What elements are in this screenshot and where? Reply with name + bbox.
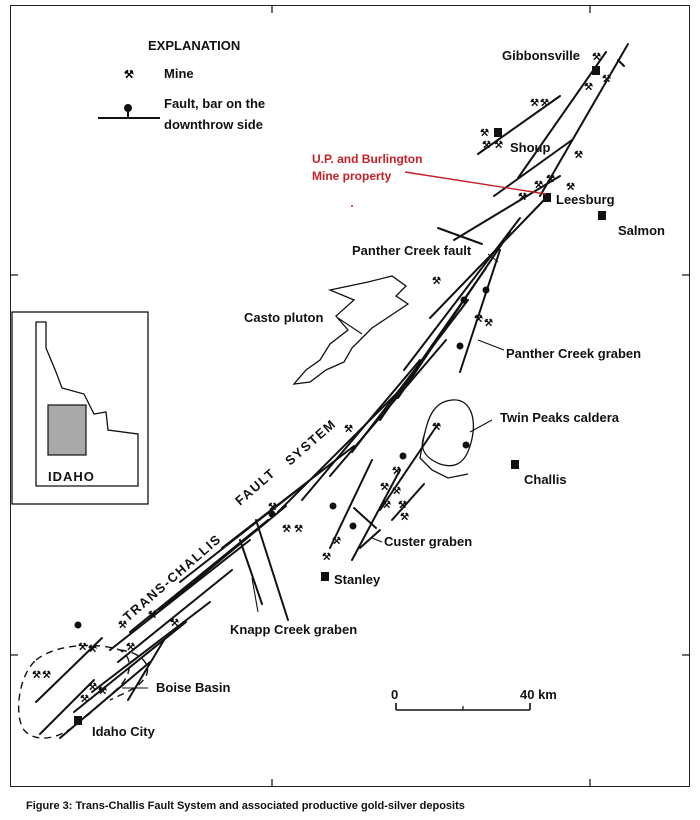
scale-end: 40 km bbox=[520, 687, 557, 702]
mines: ⚒ ⚒ ⚒ ⚒ ⚒ ⚒ ⚒ ⚒ ⚒ ⚒ ⚒ ⚒ ⚒ ⚒ ⚒ ⚒ ⚒ ⚒ ⚒ ⚒ … bbox=[32, 52, 611, 705]
legend-title: EXPLANATION bbox=[148, 38, 240, 53]
towns bbox=[74, 66, 606, 725]
mine-icon: ⚒ bbox=[170, 618, 179, 629]
mine-icon: ⚒ bbox=[566, 182, 575, 193]
mine-icon: ⚒ bbox=[574, 150, 583, 161]
red-dot bbox=[351, 205, 353, 207]
fault-lines bbox=[35, 43, 629, 739]
label-casto-pluton: Casto pluton bbox=[244, 310, 323, 325]
mine-icon: ⚒ bbox=[80, 694, 89, 705]
casto-pluton-outline bbox=[292, 275, 410, 385]
scale-bar: 0 40 km bbox=[391, 687, 557, 711]
mine-icon: ⚒ bbox=[344, 424, 353, 435]
mine-icon: ⚒ bbox=[380, 482, 389, 493]
mine-icon: ⚒ bbox=[382, 500, 391, 511]
mine-icon: ⚒ bbox=[282, 524, 291, 535]
legend: EXPLANATION ⚒ Mine Fault, bar on the dow… bbox=[98, 38, 265, 132]
mine-icon: ⚒ bbox=[42, 670, 51, 681]
mine-icon: ⚒ bbox=[268, 502, 277, 513]
mine-icon: ⚒ bbox=[518, 192, 527, 203]
label-shoup: Shoup bbox=[510, 140, 550, 155]
label-idaho-city: Idaho City bbox=[92, 724, 156, 739]
town-square-icon bbox=[511, 460, 519, 469]
town-square-icon bbox=[598, 211, 606, 220]
mine-icon: ⚒ bbox=[118, 620, 127, 631]
mine-icon: ⚒ bbox=[332, 536, 341, 547]
mine-icon: ⚒ bbox=[148, 610, 157, 621]
town-square-icon bbox=[543, 193, 551, 202]
town-square-icon bbox=[592, 66, 600, 75]
town-square-icon bbox=[74, 716, 82, 725]
mine-icon: ⚒ bbox=[98, 686, 107, 697]
label-salmon: Salmon bbox=[618, 223, 665, 238]
legend-fault-line1: Fault, bar on the bbox=[164, 96, 265, 111]
label-trans-challis: TRANS-CHALLIS bbox=[120, 531, 224, 624]
town-square-icon bbox=[494, 128, 502, 137]
label-challis: Challis bbox=[524, 472, 567, 487]
mine-icon: ⚒ bbox=[534, 180, 543, 191]
mine-icon: ⚒ bbox=[602, 74, 611, 85]
label-panther-creek-graben: Panther Creek graben bbox=[506, 346, 641, 361]
mine-icon: ⚒ bbox=[322, 552, 331, 563]
town-square-icon bbox=[321, 572, 329, 581]
label-leesburg: Leesburg bbox=[556, 192, 615, 207]
label-stanley: Stanley bbox=[334, 572, 381, 587]
frame-ticks bbox=[10, 5, 690, 787]
scale-start: 0 bbox=[391, 687, 398, 702]
mine-icon: ⚒ bbox=[398, 500, 407, 511]
label-up-burlington-1: U.P. and Burlington bbox=[312, 152, 422, 166]
boise-basin-right-outline bbox=[109, 649, 149, 701]
mine-icon: ⚒ bbox=[540, 98, 549, 109]
mine-icon: ⚒ bbox=[392, 466, 401, 477]
mine-icon: ⚒ bbox=[480, 128, 489, 139]
study-area-box bbox=[47, 404, 87, 456]
twin-peaks-outer-outline bbox=[419, 435, 469, 479]
mine-icon: ⚒ bbox=[124, 69, 134, 81]
mine-icon: ⚒ bbox=[32, 670, 41, 681]
label-custer-graben: Custer graben bbox=[384, 534, 472, 549]
mine-icon: ⚒ bbox=[474, 314, 483, 325]
map-frame bbox=[10, 5, 690, 787]
label-knapp-creek-graben: Knapp Creek graben bbox=[230, 622, 357, 637]
boise-basin-outline bbox=[18, 644, 130, 739]
mine-icon: ⚒ bbox=[126, 642, 135, 653]
mine-icon: ⚒ bbox=[432, 276, 441, 287]
mine-icon: ⚒ bbox=[88, 644, 97, 655]
mine-icon: ⚒ bbox=[294, 524, 303, 535]
mine-icon: ⚒ bbox=[88, 682, 97, 693]
mine-icon: ⚒ bbox=[432, 422, 441, 433]
label-twin-peaks-caldera: Twin Peaks caldera bbox=[500, 410, 620, 425]
label-up-burlington-2: Mine property bbox=[312, 169, 392, 183]
leader-lines bbox=[122, 253, 505, 689]
mine-icon: ⚒ bbox=[400, 512, 409, 523]
mine-icon: ⚒ bbox=[592, 52, 601, 63]
mine-icon: ⚒ bbox=[546, 174, 555, 185]
mine-icon: ⚒ bbox=[392, 486, 401, 497]
twin-peaks-caldera-outline bbox=[421, 399, 474, 467]
figure-caption: Figure 3: Trans-Challis Fault System and… bbox=[26, 800, 465, 812]
label-panther-creek-fault: Panther Creek fault bbox=[352, 243, 472, 258]
fault-bar-icon bbox=[98, 104, 160, 119]
mine-icon: ⚒ bbox=[484, 318, 493, 329]
label-boise-basin: Boise Basin bbox=[156, 680, 230, 695]
inset-state-label: IDAHO bbox=[48, 469, 95, 484]
mine-icon: ⚒ bbox=[584, 82, 593, 93]
up-burlington-pointer bbox=[404, 171, 547, 195]
mine-icon: ⚒ bbox=[78, 642, 87, 653]
label-gibbonsville: Gibbonsville bbox=[502, 48, 580, 63]
fault-map: EXPLANATION ⚒ Mine Fault, bar on the dow… bbox=[10, 5, 690, 787]
mine-icon: ⚒ bbox=[530, 98, 539, 109]
mine-icon: ⚒ bbox=[494, 140, 503, 151]
mine-icon: ⚒ bbox=[482, 140, 491, 151]
legend-mine-label: Mine bbox=[164, 66, 194, 81]
legend-fault-line2: downthrow side bbox=[164, 117, 263, 132]
idaho-inset: IDAHO bbox=[11, 311, 149, 505]
